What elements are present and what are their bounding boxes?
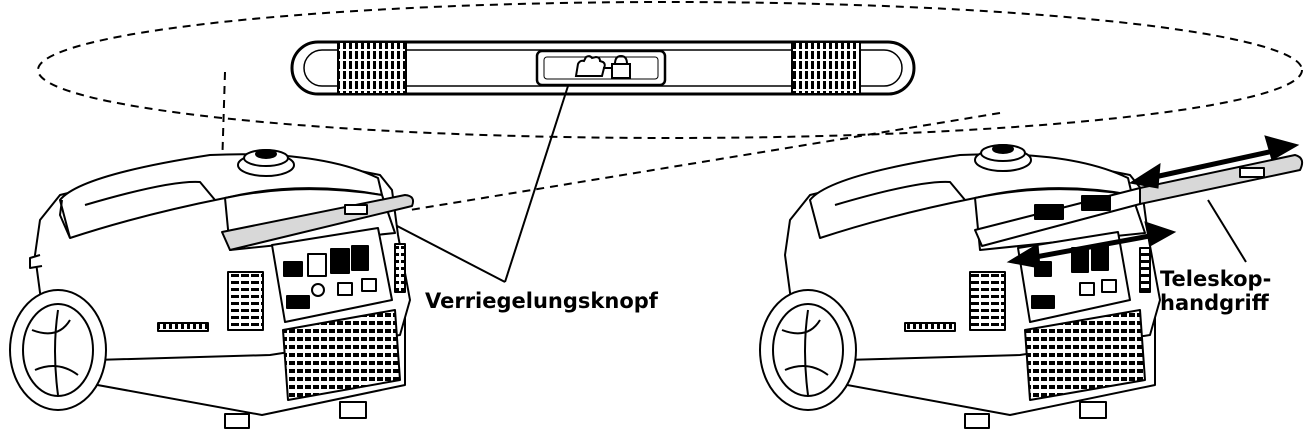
label-telescopic-handle-line2: handgriff [1160,291,1269,315]
wheel-left [9,289,107,411]
label-telescopic-handle-line1: Teleskop- [1160,267,1272,291]
detail-ellipse [37,1,1303,139]
grille-right [1024,309,1146,401]
wheel-right [759,289,857,411]
callout-dashed-line-right [409,112,1001,211]
grip-left [337,41,407,95]
extend-arrow-top [1128,135,1300,189]
generator-left [9,149,415,429]
extend-arrow-middle [1006,221,1177,269]
generator-right [759,144,1304,429]
label-leader-tele [1207,199,1247,263]
label-locking-button: Verriegelungsknopf [425,289,658,313]
label-telescopic-handle: Teleskop- handgriff [1160,267,1271,315]
grille-left [282,309,401,401]
hand-lock-icon [574,54,631,79]
grip-right [791,41,861,95]
handle-bar-detail [290,40,916,96]
